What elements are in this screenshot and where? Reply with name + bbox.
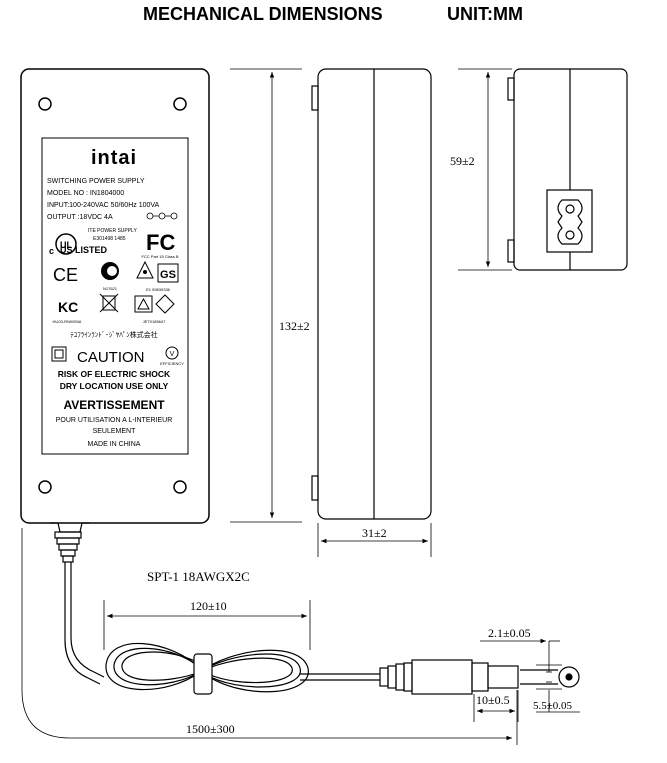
cable-spec: SPT-1 18AWGX2C — [147, 569, 250, 584]
ite-number: E301498 1485 — [93, 236, 126, 242]
fcc-icon: FC FCC Part 15 Class B — [141, 230, 178, 259]
mounting-hole-icon — [173, 97, 187, 111]
svg-text:FCC Part 15 Class B: FCC Part 15 Class B — [141, 254, 178, 259]
double-insulation-icon — [54, 349, 64, 359]
made-in-text: MADE IN CHINA — [88, 441, 141, 448]
svg-text:GS: GS — [160, 269, 176, 281]
label-line: SWITCHING POWER SUPPLY — [47, 178, 145, 185]
svg-text:c: c — [49, 246, 54, 256]
svg-text:UL: UL — [60, 240, 72, 250]
label-line: MODEL NO : IN1804000 — [47, 190, 124, 197]
dimension-plug: 10±0.5 — [476, 693, 510, 707]
brand-logo: intai — [91, 147, 137, 169]
dimension-lines — [21, 68, 580, 745]
recycle-icon — [136, 260, 154, 279]
mounting-hole-icon — [38, 97, 52, 111]
svg-text:JET0185647: JET0185647 — [143, 319, 166, 324]
ite-text: ITE POWER SUPPLY — [88, 228, 137, 234]
end-view — [507, 68, 628, 271]
label-line: INPUT:100-240VAC 50/60Hz 100VA — [47, 202, 160, 209]
svg-text:HU03-RN0053A: HU03-RN0053A — [53, 319, 82, 324]
gs-icon: GS E1 59839336 — [146, 263, 179, 292]
french-line: POUR UTILISATION A L-INTERIEUR — [56, 417, 173, 424]
mounting-hole-icon — [38, 480, 52, 494]
svg-text:FC: FC — [146, 230, 175, 255]
label-line: OUTPUT :18VDC 4A — [47, 214, 113, 221]
us-listed-text: US LISTED — [60, 245, 108, 255]
warning-line: RISK OF ELECTRIC SHOCK — [58, 369, 171, 379]
japanese-text: ﾃﾕﾌﾗｲﾝﾗﾝﾄﾞ･ｼﾞﾔﾊﾟﾝ株式会社 — [70, 330, 158, 339]
polarity-icon — [146, 212, 178, 220]
french-line: SEULEMENT — [93, 428, 137, 435]
dimension-outer: 5.5±0.05 — [533, 700, 573, 712]
dimension-total-length: 1500±300 — [186, 722, 235, 736]
pse-icon: JET0185647 — [134, 294, 175, 324]
svg-text:KC: KC — [58, 299, 78, 315]
svg-text:EFFICIENCY: EFFICIENCY — [160, 361, 184, 366]
diagram-title: MECHANICAL DIMENSIONS — [143, 4, 383, 24]
ac-inlet-pin-icon — [565, 230, 575, 240]
ul-listed-icon: UL c — [49, 233, 77, 256]
front-view: intai SWITCHING POWER SUPPLY MODEL NO : … — [20, 68, 210, 524]
double-insulation-icon — [51, 346, 67, 362]
ac-inlet-pin-icon — [565, 204, 575, 214]
svg-text:E1 59839336: E1 59839336 — [146, 287, 171, 292]
efficiency-icon: V EFFICIENCY — [160, 346, 184, 366]
dimension-height: 132±2 — [279, 319, 310, 333]
mounting-hole-icon — [173, 480, 187, 494]
dimension-width: 59±2 — [450, 154, 475, 168]
unit-label: UNIT:MM — [447, 4, 523, 24]
side-view — [311, 68, 432, 520]
caution-text: CAUTION — [77, 349, 145, 366]
dimension-pin: 2.1±0.05 — [488, 626, 531, 640]
svg-text:V: V — [170, 351, 175, 358]
avertissement-text: AVERTISSEMENT — [63, 398, 165, 412]
c-tick-icon: N17621 — [101, 262, 119, 291]
warning-line: DRY LOCATION USE ONLY — [60, 381, 169, 391]
svg-text:N17621: N17621 — [103, 286, 118, 291]
ce-icon: CE — [53, 265, 78, 285]
dc-cable — [50, 522, 580, 695]
crossed-bin-icon — [99, 293, 119, 313]
dimension-coil: 120±10 — [190, 599, 227, 613]
dimension-thickness: 31±2 — [362, 526, 387, 540]
kc-icon: KC HU03-RN0053A — [53, 299, 82, 324]
